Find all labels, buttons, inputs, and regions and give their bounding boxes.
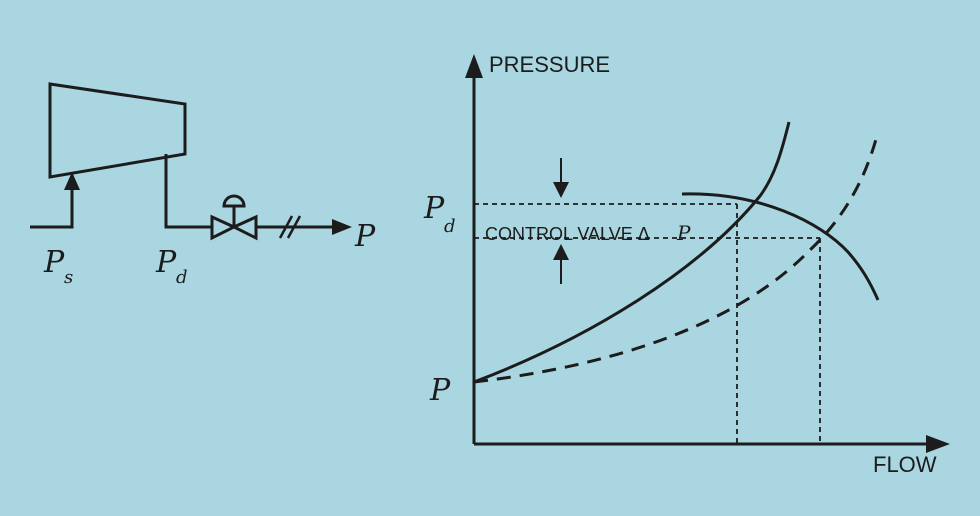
y-axis-arrow — [465, 54, 483, 78]
discharge-line — [164, 154, 212, 229]
suction-pressure-label: P — [43, 245, 65, 280]
system-curve-with-valve — [473, 121, 791, 384]
graph-p-label: P — [429, 373, 451, 408]
control-valve-dp-p: P — [676, 221, 691, 245]
compressor-body — [48, 82, 187, 179]
suction-arrow — [64, 172, 80, 190]
discharge-pressure-label: P — [155, 245, 177, 280]
graph-pd-label: P — [423, 191, 445, 226]
discharge-pressure-subscript: d — [176, 267, 188, 288]
compressor-curve — [681, 192, 880, 301]
compressor-schematic — [30, 82, 352, 241]
x-axis-arrow — [926, 435, 950, 453]
system-curve-without-valve — [473, 131, 880, 384]
pressure-flow-graph: PRESSURE FLOW CONTROL VALVE Δ P P d P — [423, 52, 950, 477]
control-valve-dp-text: CONTROL VALVE Δ — [485, 224, 650, 244]
suction-line — [30, 186, 74, 229]
dp-arrow-bottom-head — [553, 244, 569, 260]
control-valve-icon — [210, 194, 258, 241]
outlet-arrow — [332, 219, 352, 235]
x-axis-title: FLOW — [873, 452, 937, 477]
suction-pressure-subscript: s — [64, 267, 73, 288]
pipe-break-icon — [278, 215, 302, 239]
graph-pd-subscript: d — [444, 216, 456, 237]
y-axis-title: PRESSURE — [489, 52, 610, 77]
dp-arrow-top-head — [553, 182, 569, 198]
outlet-pressure-label: P — [354, 219, 376, 254]
